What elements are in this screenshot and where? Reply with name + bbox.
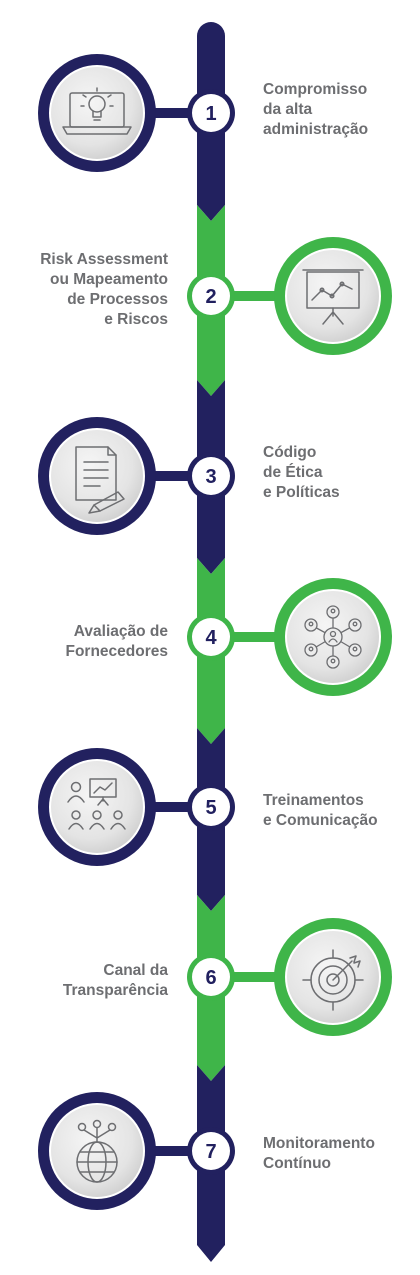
document-pencil-icon (75, 446, 125, 514)
medallion-1 (38, 54, 156, 172)
step-7-badge: 7 (187, 1127, 235, 1175)
medallion-7 (38, 1092, 156, 1210)
laptop-lightbulb-icon (62, 87, 132, 135)
step-5-number: 5 (205, 797, 216, 819)
connector-6 (222, 972, 280, 982)
step-7-number: 7 (205, 1141, 216, 1163)
step-2-badge: 2 (187, 272, 235, 320)
step-4-badge: 4 (187, 613, 235, 661)
globe-network-icon (76, 1119, 118, 1183)
connector-2 (222, 291, 280, 301)
step-6-number: 6 (205, 967, 216, 989)
step-6-badge: 6 (187, 953, 235, 1001)
step-2-number: 2 (205, 286, 216, 308)
step-1-label: Compromisso da alta administração (263, 81, 369, 138)
step-5-label: Treinamentos e Comunicação (263, 792, 378, 829)
medallion-5 (38, 748, 156, 866)
step-3-label: Código de Ética e Políticas (263, 444, 340, 501)
step-3-number: 3 (205, 466, 216, 488)
step-4-label: Avaliação de Fornecedores (65, 623, 168, 660)
medallion-3 (38, 417, 156, 535)
step-1-badge: 1 (187, 89, 235, 137)
connector-3 (150, 471, 200, 481)
medallion-2 (274, 237, 392, 355)
training-audience-icon (67, 778, 126, 830)
connectors (150, 108, 280, 1156)
step-1-number: 1 (205, 103, 216, 125)
presentation-chart-icon (302, 269, 364, 325)
medallion-6 (274, 918, 392, 1036)
step-6-label: Canal da Transparência (62, 962, 168, 999)
connector-4 (222, 632, 280, 642)
supplier-network-icon (304, 605, 362, 669)
step-5-badge: 5 (187, 783, 235, 831)
connector-5 (150, 802, 200, 812)
step-4-number: 4 (205, 627, 217, 649)
step-7-label: Monitoramento Contínuo (263, 1135, 375, 1172)
step-2-label: Risk Assessment ou Mapeamento de Process… (40, 251, 168, 328)
target-arrow-icon (302, 949, 364, 1011)
connector-1 (150, 108, 200, 118)
step-3-badge: 3 (187, 452, 235, 500)
connector-7 (150, 1146, 200, 1156)
